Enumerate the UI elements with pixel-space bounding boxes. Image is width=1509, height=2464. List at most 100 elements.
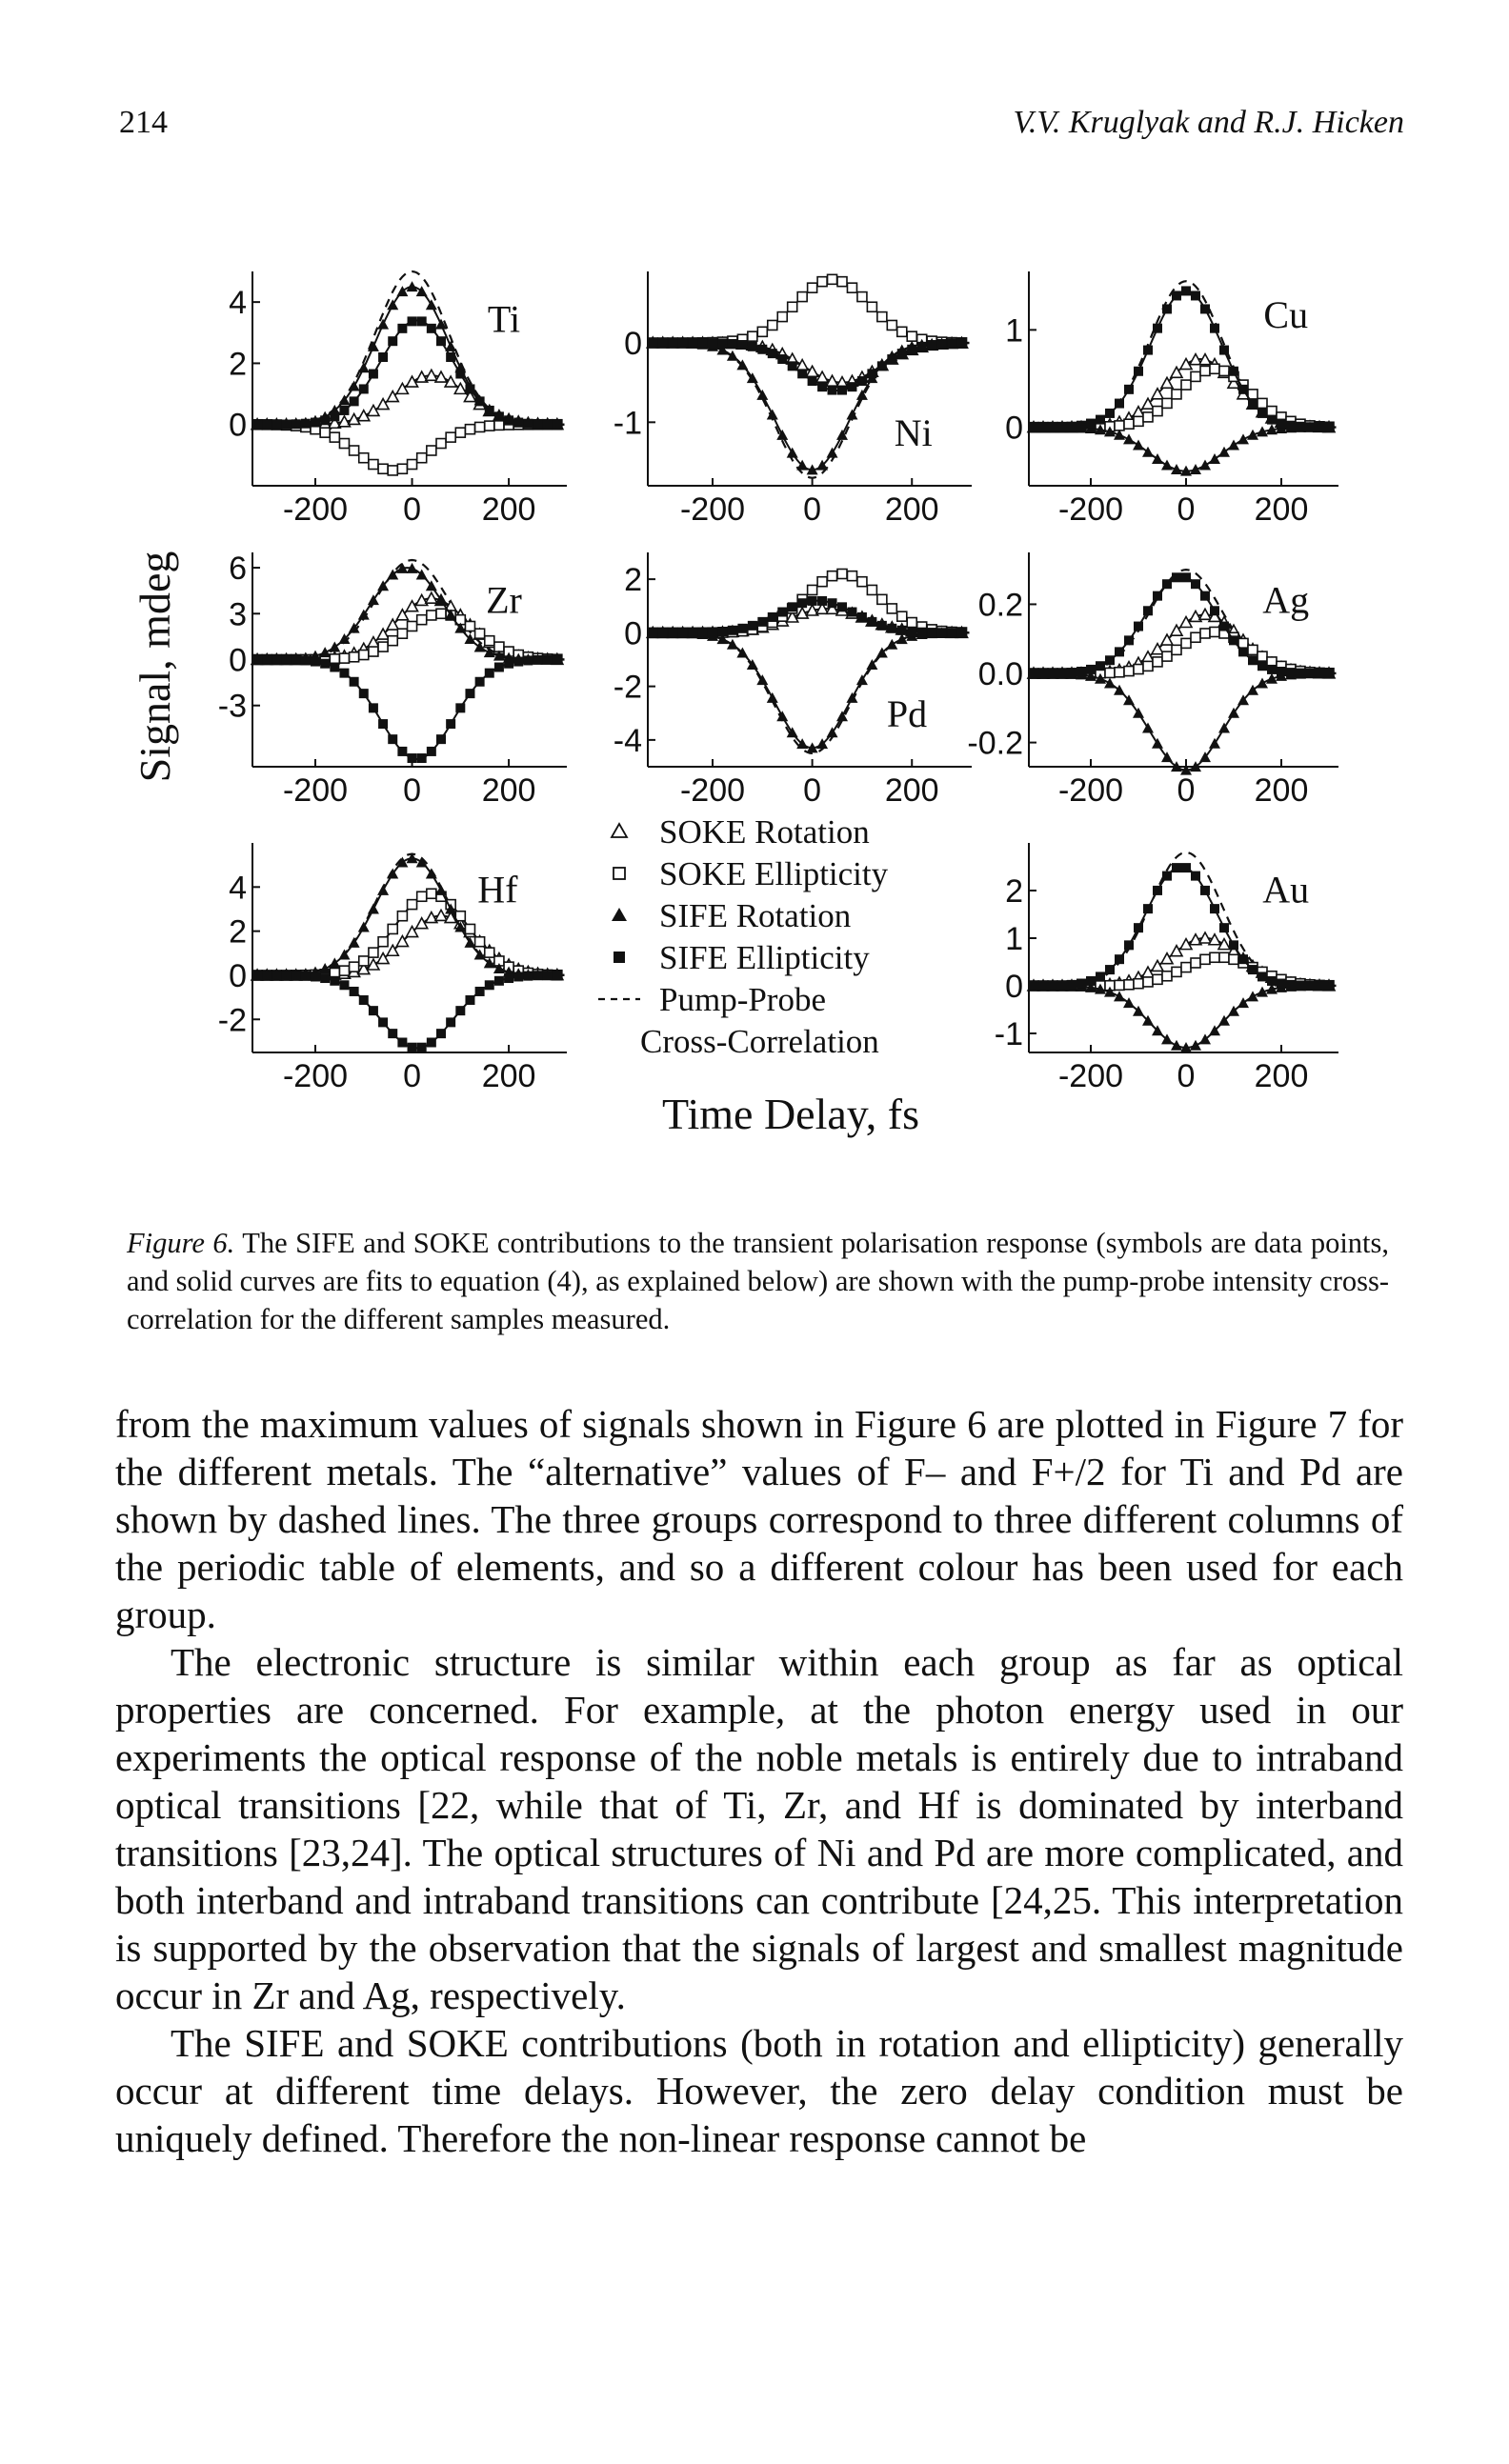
point-soke-ellipticity <box>426 888 437 900</box>
point-sife-ellipticity <box>677 628 688 638</box>
point-sife-rotation <box>1123 433 1135 445</box>
point-sife-ellipticity <box>1076 420 1086 431</box>
point-sife-ellipticity <box>887 354 897 365</box>
point-sife-ellipticity <box>787 361 797 371</box>
point-sife-ellipticity <box>388 336 398 347</box>
running-header-authors: V.V. Kruglyak and R.J. Hicken <box>1013 105 1404 140</box>
point-sife-rotation <box>836 711 848 722</box>
point-sife-rotation <box>1209 737 1220 749</box>
legend-item: SOKE Rotation <box>610 813 870 851</box>
point-sife-ellipticity <box>896 625 907 635</box>
point-soke-rotation <box>1140 396 1156 411</box>
point-sife-rotation <box>425 580 437 591</box>
point-sife-rotation <box>1257 677 1268 689</box>
point-sife-rotation <box>1133 707 1144 718</box>
point-soke-ellipticity <box>756 326 769 338</box>
point-sife-rotation <box>866 659 878 671</box>
point-sife-ellipticity <box>291 419 301 430</box>
point-soke-ellipticity <box>396 463 409 475</box>
point-sife-rotation <box>493 650 505 661</box>
point-sife-ellipticity <box>1219 621 1229 631</box>
point-soke-rotation <box>1197 352 1213 366</box>
point-sife-ellipticity <box>747 341 757 351</box>
point-sife-rotation <box>348 936 360 948</box>
point-soke-rotation <box>805 364 819 378</box>
point-sife-ellipticity <box>1267 975 1277 986</box>
point-soke-ellipticity <box>1171 966 1182 978</box>
point-sife-ellipticity <box>504 973 514 984</box>
x-tick-label: -200 <box>680 772 745 809</box>
point-soke-ellipticity <box>483 947 495 958</box>
point-sife-ellipticity <box>330 662 340 672</box>
legend-label: Pump-Probe <box>659 981 826 1018</box>
series-sife_rot-fit <box>1031 426 1337 472</box>
point-sife-rotation <box>377 884 390 895</box>
point-soke-ellipticity <box>464 923 476 935</box>
point-sife-ellipticity <box>523 655 533 666</box>
panel-label: Ti <box>488 298 520 341</box>
legend-item: SIFE Rotation <box>612 897 851 934</box>
point-sife-ellipticity <box>252 654 263 665</box>
point-soke-ellipticity <box>493 419 505 431</box>
point-sife-ellipticity <box>708 627 717 637</box>
point-soke-ellipticity <box>1209 952 1220 964</box>
point-sife-rotation <box>338 394 351 406</box>
point-sife-ellipticity <box>426 1037 436 1048</box>
point-soke-ellipticity <box>1180 379 1192 391</box>
point-sife-ellipticity <box>847 382 857 392</box>
point-sife-ellipticity <box>339 668 350 678</box>
point-sife-rotation <box>746 659 758 671</box>
point-sife-ellipticity <box>339 405 350 415</box>
point-sife-ellipticity <box>1324 980 1334 991</box>
point-sife-ellipticity <box>907 344 917 354</box>
point-soke-ellipticity <box>836 568 848 580</box>
x-tick-label: 0 <box>1177 772 1196 809</box>
point-sife-ellipticity <box>1200 885 1210 895</box>
point-sife-rotation <box>435 594 447 606</box>
point-sife-rotation <box>1180 465 1192 476</box>
point-sife-ellipticity <box>1210 606 1219 616</box>
point-soke-ellipticity <box>1123 978 1135 991</box>
point-sife-ellipticity <box>407 316 417 327</box>
point-sife-ellipticity <box>272 419 282 430</box>
y-tick-label: -1 <box>995 1016 1023 1052</box>
point-sife-ellipticity <box>1181 572 1191 583</box>
point-sife-ellipticity <box>300 971 311 981</box>
point-sife-rotation <box>1104 986 1116 997</box>
point-sife-ellipticity <box>827 598 837 609</box>
point-sife-rotation <box>1114 684 1125 695</box>
point-sife-rotation <box>473 949 486 960</box>
point-sife-rotation <box>1152 453 1163 465</box>
point-soke-rotation <box>785 610 800 623</box>
point-sife-ellipticity <box>262 654 272 665</box>
point-sife-rotation <box>493 963 505 974</box>
point-sife-ellipticity <box>717 338 728 349</box>
point-sife-rotation <box>726 350 738 361</box>
point-sife-ellipticity <box>1238 384 1248 394</box>
point-sife-rotation <box>1266 983 1278 994</box>
point-sife-rotation <box>445 340 457 351</box>
point-soke-rotation <box>424 910 439 924</box>
point-sife-ellipticity <box>668 338 678 349</box>
point-soke-ellipticity <box>806 584 818 596</box>
point-sife-rotation <box>826 447 838 458</box>
point-sife-ellipticity <box>281 971 292 981</box>
point-soke-rotation <box>395 381 410 395</box>
point-sife-ellipticity <box>388 734 398 745</box>
point-soke-rotation <box>356 409 372 422</box>
point-soke-ellipticity <box>473 421 486 433</box>
legend-marker-soke-ellipticity <box>613 867 626 880</box>
point-sife-ellipticity <box>1219 923 1229 933</box>
point-sife-rotation <box>1237 997 1249 1009</box>
point-soke-ellipticity <box>826 570 838 582</box>
point-soke-rotation <box>1188 609 1203 623</box>
point-soke-ellipticity <box>368 947 379 958</box>
point-soke-rotation <box>1159 632 1175 646</box>
point-sife-ellipticity <box>1162 871 1172 881</box>
point-sife-ellipticity <box>1096 661 1105 671</box>
point-sife-rotation <box>1114 991 1125 1002</box>
point-soke-ellipticity <box>396 628 409 640</box>
point-sife-ellipticity <box>1134 366 1143 376</box>
y-tick-label: -4 <box>614 723 642 759</box>
